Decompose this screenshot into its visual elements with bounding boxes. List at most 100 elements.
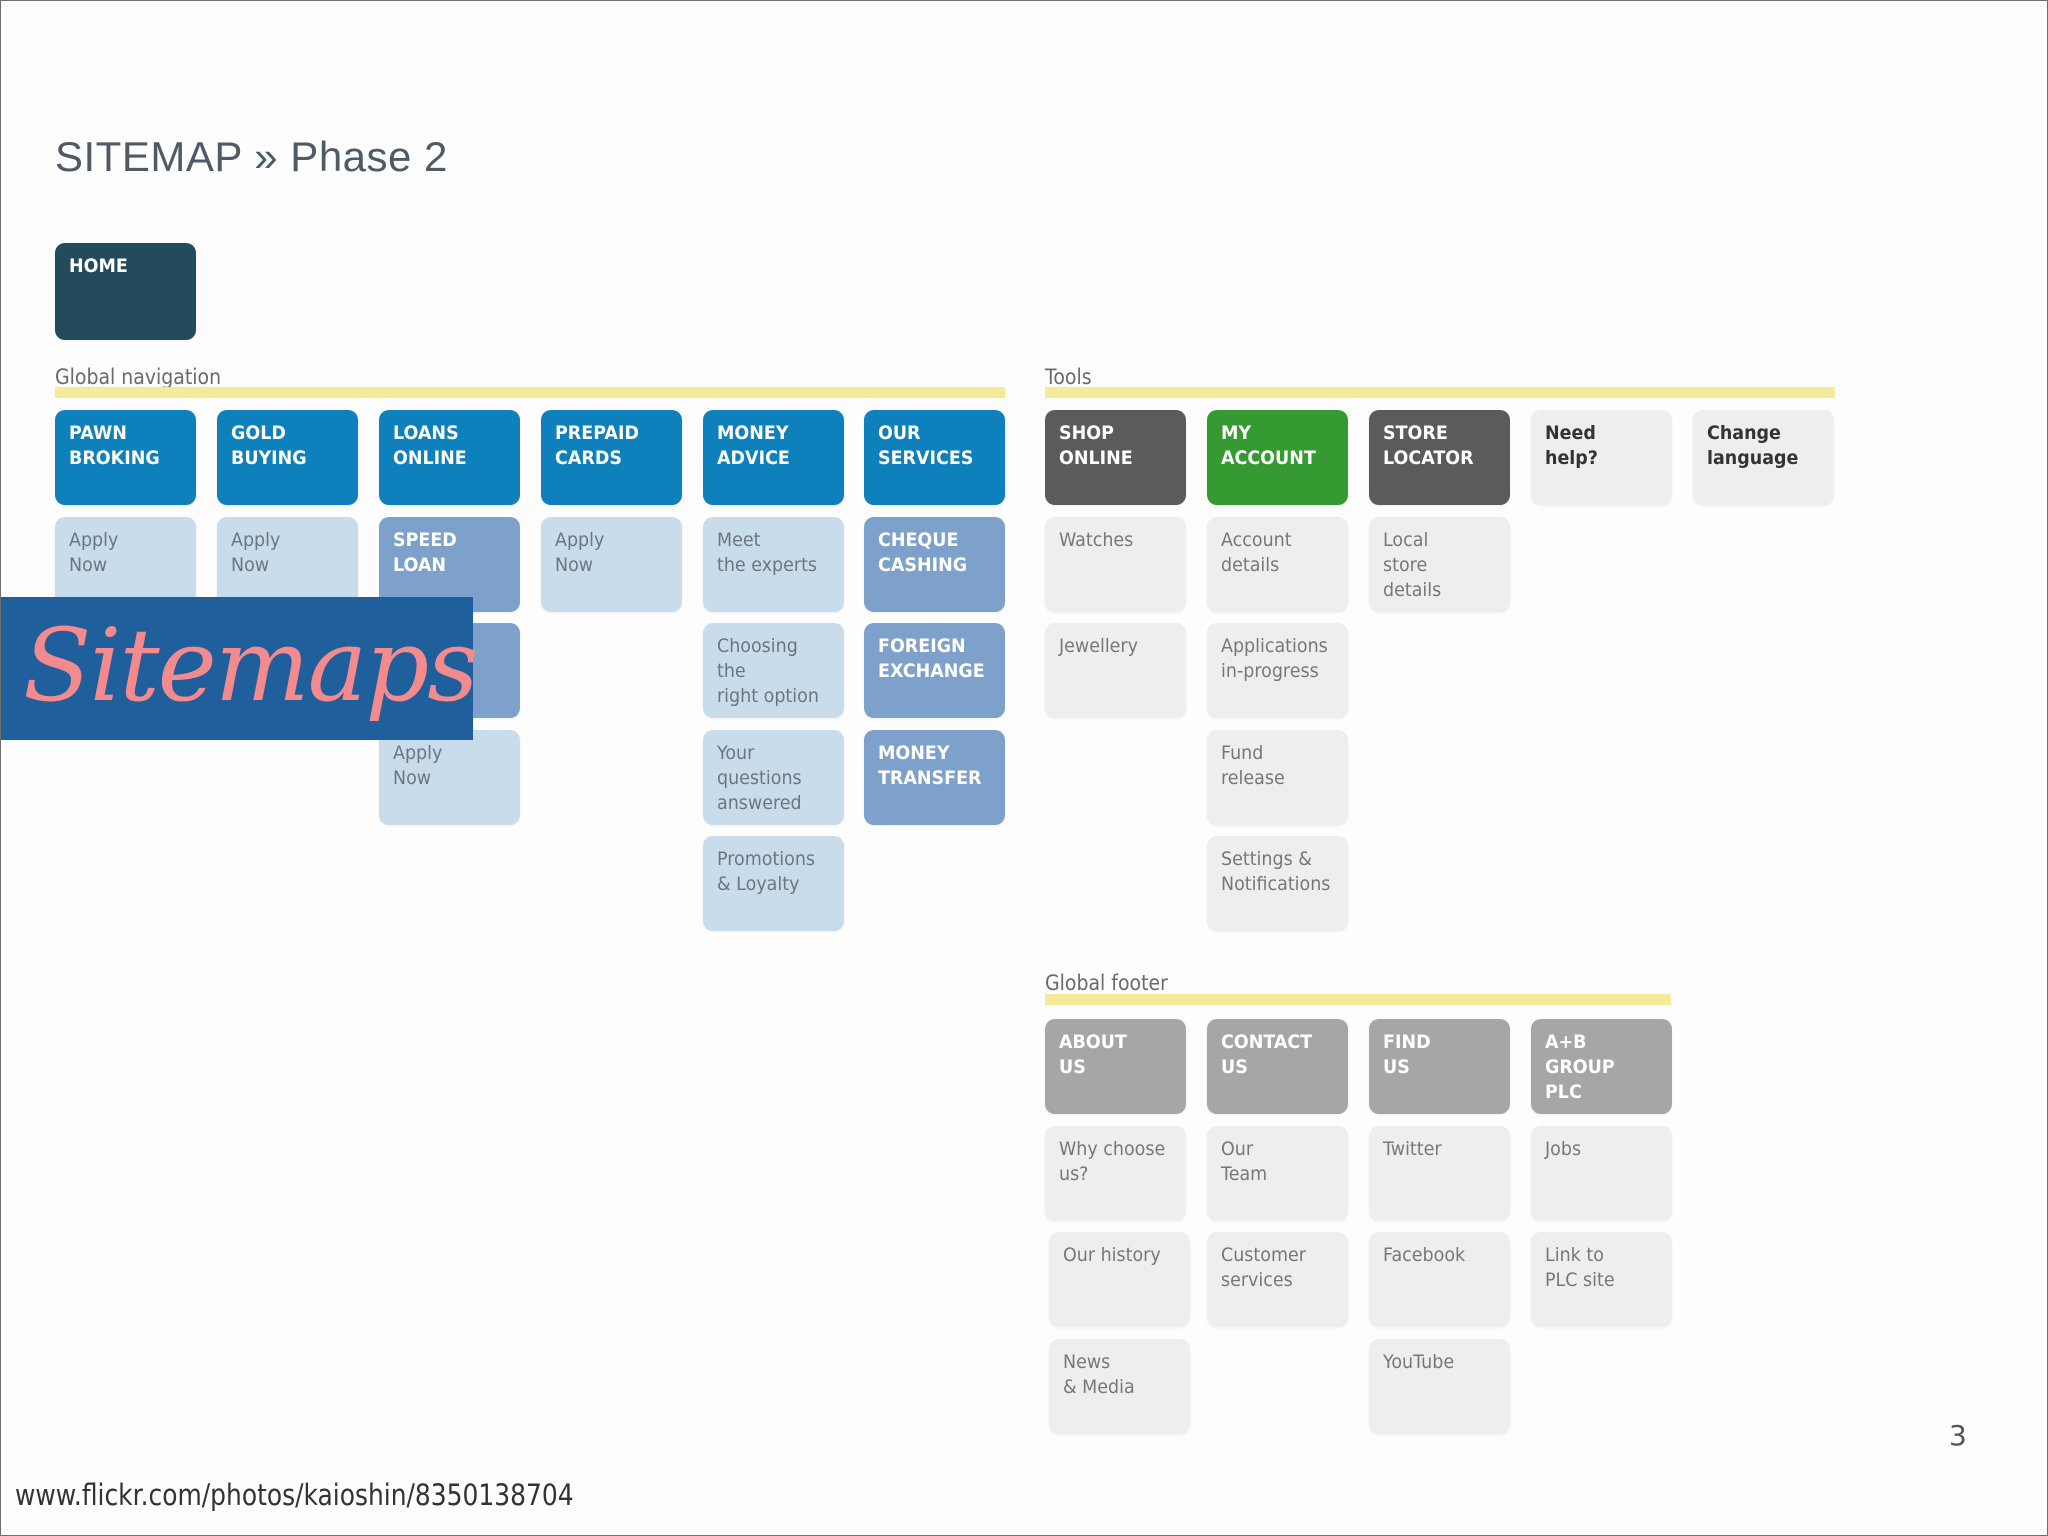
nav-subnode-cheque-cashing: CHEQUE CASHING: [864, 517, 1005, 612]
subnode-label: Link to PLC site: [1545, 1244, 1615, 1291]
nav-node-gold-buying: GOLD BUYING: [217, 410, 358, 505]
nav-subnode-choosing-option: Choosing the right option: [703, 623, 844, 718]
nav-node-label: LOANS ONLINE: [393, 422, 467, 469]
subnode-label: Settings & Notifications: [1221, 848, 1331, 895]
nav-node-pawn-broking: PAWN BROKING: [55, 410, 196, 505]
footer-node-label: A+B GROUP PLC: [1545, 1031, 1615, 1103]
subnode-label: Promotions & Loyalty: [717, 848, 816, 895]
node-home-label: HOME: [69, 255, 128, 277]
global-navigation-rule: [55, 387, 1005, 398]
tool-subnode-account-details: Account details: [1207, 517, 1348, 612]
footer-node-about-us: ABOUT US: [1045, 1019, 1186, 1114]
nav-subnode-pawn-apply-now: Apply Now: [55, 517, 196, 612]
nav-node-loans-online: LOANS ONLINE: [379, 410, 520, 505]
tool-node-label: Change language: [1707, 422, 1799, 469]
footer-node-label: ABOUT US: [1059, 1031, 1127, 1078]
nav-subnode-gold-apply-now: Apply Now: [217, 517, 358, 612]
footer-node-label: FIND US: [1383, 1031, 1431, 1078]
nav-node-money-advice: MONEY ADVICE: [703, 410, 844, 505]
subnode-label: Why choose us?: [1059, 1138, 1166, 1185]
nav-node-label: MONEY ADVICE: [717, 422, 790, 469]
nav-subnode-money-transfer: MONEY TRANSFER: [864, 730, 1005, 825]
sitemaps-banner-title: Sitemaps: [23, 607, 479, 724]
global-navigation-label: Global navigation: [55, 365, 222, 389]
footer-subnode-news-media: News & Media: [1049, 1339, 1190, 1434]
subnode-label: Applications in-progress: [1221, 635, 1328, 682]
photo-credit-link[interactable]: www.flickr.com/photos/kaioshin/835013870…: [15, 1478, 574, 1512]
subnode-label: Twitter: [1383, 1138, 1442, 1160]
footer-subnode-twitter: Twitter: [1369, 1126, 1510, 1221]
tool-node-need-help: Need help?: [1531, 410, 1672, 505]
tool-node-label: Need help?: [1545, 422, 1598, 469]
node-home: HOME: [55, 243, 196, 340]
nav-subnode-loans-apply-now: Apply Now: [379, 730, 520, 825]
page-title: SITEMAP » Phase 2: [55, 133, 448, 180]
nav-subnode-prepaid-apply-now: Apply Now: [541, 517, 682, 612]
page-number: 3: [1949, 1419, 1967, 1452]
footer-subnode-jobs: Jobs: [1531, 1126, 1672, 1221]
tool-node-shop-online: SHOP ONLINE: [1045, 410, 1186, 505]
nav-subnode-promotions-loyalty: Promotions & Loyalty: [703, 836, 844, 931]
footer-node-contact-us: CONTACT US: [1207, 1019, 1348, 1114]
nav-node-our-services: OUR SERVICES: [864, 410, 1005, 505]
tools-rule: [1045, 387, 1835, 398]
tools-label: Tools: [1045, 365, 1092, 389]
subnode-label: CHEQUE CASHING: [878, 529, 968, 576]
tool-subnode-applications-in-progress: Applications in-progress: [1207, 623, 1348, 718]
subnode-label: Fund release: [1221, 742, 1285, 789]
tool-node-my-account: MY ACCOUNT: [1207, 410, 1348, 505]
subnode-label: Jobs: [1545, 1138, 1582, 1160]
footer-subnode-link-to-plc-site: Link to PLC site: [1531, 1232, 1672, 1327]
tool-node-label: MY ACCOUNT: [1221, 422, 1316, 469]
subnode-label: Meet the experts: [717, 529, 818, 576]
tool-subnode-fund-release: Fund release: [1207, 730, 1348, 825]
global-footer-label: Global footer: [1045, 971, 1168, 995]
footer-subnode-our-team: Our Team: [1207, 1126, 1348, 1221]
footer-subnode-facebook: Facebook: [1369, 1232, 1510, 1327]
subnode-label: News & Media: [1063, 1351, 1135, 1398]
subnode-label: Apply Now: [555, 529, 605, 576]
footer-node-find-us: FIND US: [1369, 1019, 1510, 1114]
subnode-label: Jewellery: [1059, 635, 1138, 657]
tool-subnode-jewellery: Jewellery: [1045, 623, 1186, 718]
subnode-label: Your questions answered: [717, 742, 802, 814]
nav-subnode-foreign-exchange: FOREIGN EXCHANGE: [864, 623, 1005, 718]
tool-node-label: SHOP ONLINE: [1059, 422, 1133, 469]
footer-node-group-plc: A+B GROUP PLC: [1531, 1019, 1672, 1114]
nav-subnode-speed-loan: SPEED LOAN: [379, 517, 520, 612]
subnode-label: Customer services: [1221, 1244, 1306, 1291]
subnode-label: YouTube: [1383, 1351, 1455, 1373]
tool-node-store-locator: STORE LOCATOR: [1369, 410, 1510, 505]
subnode-label: Our history: [1063, 1244, 1161, 1266]
tool-subnode-local-store-details: Local store details: [1369, 517, 1510, 612]
subnode-label: Local store details: [1383, 529, 1442, 601]
nav-subnode-questions-answered: Your questions answered: [703, 730, 844, 825]
footer-subnode-our-history: Our history: [1049, 1232, 1190, 1327]
subnode-label: FOREIGN EXCHANGE: [878, 635, 985, 682]
global-footer-rule: [1045, 994, 1671, 1005]
subnode-label: Apply Now: [231, 529, 281, 576]
nav-node-label: OUR SERVICES: [878, 422, 974, 469]
subnode-label: Our Team: [1221, 1138, 1268, 1185]
nav-subnode-meet-experts: Meet the experts: [703, 517, 844, 612]
subnode-label: Facebook: [1383, 1244, 1466, 1266]
subnode-label: MONEY TRANSFER: [878, 742, 982, 789]
subnode-label: Choosing the right option: [717, 635, 819, 707]
tool-node-label: STORE LOCATOR: [1383, 422, 1474, 469]
sitemaps-banner: [1, 597, 473, 740]
nav-node-label: PREPAID CARDS: [555, 422, 639, 469]
footer-subnode-why-choose-us: Why choose us?: [1045, 1126, 1186, 1221]
subnode-label: Watches: [1059, 529, 1134, 551]
nav-node-label: GOLD BUYING: [231, 422, 307, 469]
nav-node-prepaid-cards: PREPAID CARDS: [541, 410, 682, 505]
footer-subnode-customer-services: Customer services: [1207, 1232, 1348, 1327]
footer-node-label: CONTACT US: [1221, 1031, 1313, 1078]
tool-subnode-watches: Watches: [1045, 517, 1186, 612]
subnode-label: SPEED LOAN: [393, 529, 457, 576]
tool-subnode-settings-notifications: Settings & Notifications: [1207, 836, 1348, 931]
footer-subnode-youtube: YouTube: [1369, 1339, 1510, 1434]
subnode-label: Account details: [1221, 529, 1292, 576]
nav-node-label: PAWN BROKING: [69, 422, 160, 469]
subnode-label: Apply Now: [69, 529, 119, 576]
